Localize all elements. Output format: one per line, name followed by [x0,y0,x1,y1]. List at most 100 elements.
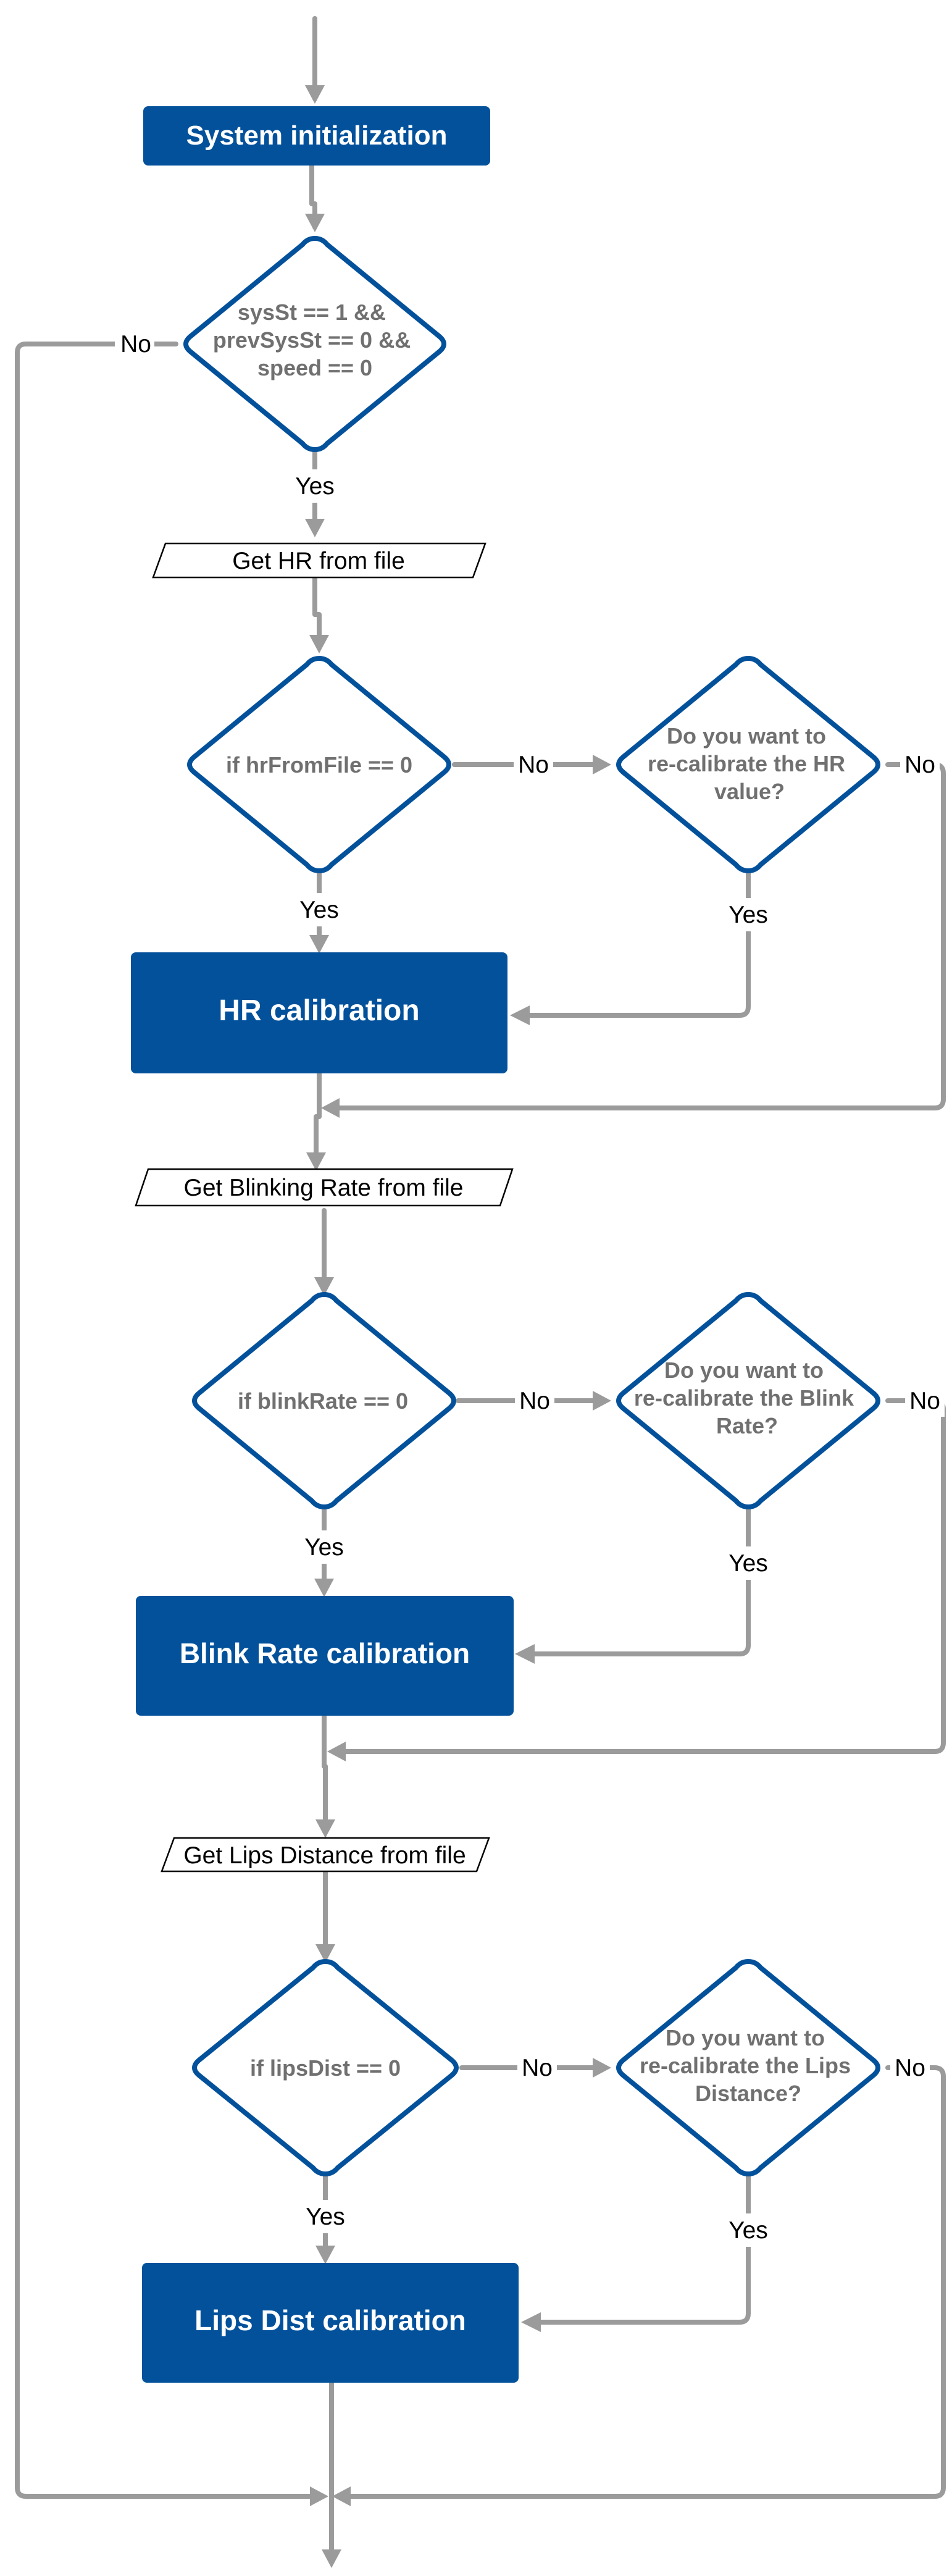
arrowhead [315,1944,335,1963]
decision-line: if hrFromFile == 0 [226,752,412,778]
decision-lips-distance[interactable]: if lipsDist == 0 [192,1959,459,2176]
decision-line: re-calibrate the Blink [634,1385,854,1411]
connector-hrrecal-yes [516,870,751,1018]
arrowhead [327,1742,346,1761]
label-lips-recal-no: No [895,2055,925,2081]
decision-line: Do you want to [667,723,826,749]
label-bg [722,1546,774,1580]
arrowhead [315,1819,335,1838]
io-label: Get Lips Distance from file [183,1842,466,1869]
decision-line: Do you want to [664,1357,824,1383]
decision-hr-from-file[interactable]: if hrFromFile == 0 [187,656,451,873]
decision-line: Do you want to [666,2025,825,2050]
arrowhead [309,935,329,954]
decision-label: if lipsDist == 0 [250,2055,401,2081]
process-lips-dist-calibration[interactable]: Lips Dist calibration [142,2263,519,2383]
label-bg [722,898,774,931]
decision-shape [192,1292,456,1509]
decision-label: Do you want to re-calibrate the Blink Ra… [634,1357,860,1438]
label-hr-no: No [518,752,549,778]
process-box [131,952,507,1073]
io-get-lips-distance[interactable]: Get Lips Distance from file [161,1837,490,1873]
arrowhead [593,1391,611,1411]
process-hr-calibration[interactable]: HR calibration [131,952,507,1073]
process-label: Lips Dist calibration [194,2304,466,2336]
label-bg [515,1385,554,1417]
decision-line: re-calibrate the HR [648,751,845,776]
io-shape [161,1837,490,1873]
decision-label: Do you want to re-calibrate the Lips Dis… [640,2025,857,2106]
io-label: Get HR from file [232,548,405,574]
connector-lipsrecal-yes [527,2173,751,2325]
connector-hrcal-to-blinkio [314,1071,322,1164]
process-label: Blink Rate calibration [180,1637,470,1669]
arrowhead [322,2549,341,2568]
arrowhead [315,2246,335,2264]
decision-line: re-calibrate the Lips [640,2053,851,2078]
connector-blinkrecal-yes [521,1506,751,1656]
arrowhead [332,2486,351,2506]
arrowhead [515,1644,535,1664]
decision-shape [192,1959,459,2176]
label-bg [890,2052,930,2084]
io-shape [135,1168,514,1207]
connectors [15,16,946,2568]
decision-shape [616,1959,880,2176]
label-sys-no: No [120,331,151,358]
decision-lips-recalibrate[interactable]: Do you want to re-calibrate the Lips Dis… [616,1959,880,2176]
decision-blink-rate[interactable]: if blinkRate == 0 [192,1292,456,1509]
label-bg [900,749,940,781]
decision-system-state[interactable]: sysSt == 1 && prevSysSt == 0 && speed ==… [183,236,446,452]
io-label: Get Blinking Rate from file [183,1175,463,1201]
process-system-initialization[interactable]: System initialization [143,106,490,166]
decision-line: prevSysSt == 0 && [213,327,411,353]
label-bg [517,2052,557,2084]
process-box [143,106,490,166]
io-get-hr[interactable]: Get HR from file [152,542,486,579]
label-hr-yes: Yes [299,897,339,923]
arrowhead [305,85,325,104]
label-hr-recal-yes: Yes [729,902,768,928]
label-bg [115,326,154,358]
label-blink-recal-yes: Yes [729,1550,768,1577]
decision-line: if blinkRate == 0 [238,1388,408,1414]
label-sys-yes: Yes [295,473,335,500]
decision-blink-recalibrate[interactable]: Do you want to re-calibrate the Blink Ra… [616,1292,880,1509]
arrowhead [593,2058,611,2078]
decision-line: value? [714,779,785,804]
label-lips-no: No [522,2055,553,2081]
io-shape [152,542,486,579]
arrowhead [309,635,329,653]
label-bg [299,2200,351,2233]
label-lips-recal-yes: Yes [729,2217,768,2244]
arrowhead [314,1579,334,1597]
label-bg [289,469,341,503]
label-bg [722,2213,774,2247]
decision-line: Distance? [695,2081,801,2106]
io-get-blinking-rate[interactable]: Get Blinking Rate from file [135,1168,514,1207]
decision-hr-recalibrate[interactable]: Do you want to re-calibrate the HR value… [616,656,880,873]
connector-sys-no [15,342,317,2499]
arrowhead [510,1005,530,1025]
label-bg [298,1530,350,1564]
label-bg [514,749,553,781]
decision-line: sysSt == 1 && [238,300,386,325]
process-label: System initialization [186,120,448,151]
arrowhead [306,1152,326,1171]
label-blink-recal-no: No [909,1388,940,1414]
label-blink-yes: Yes [304,1534,344,1561]
process-box [136,1596,514,1716]
arrowhead [521,2312,541,2332]
decision-line: speed == 0 [257,355,372,380]
connector-lipsrecal-no [337,2065,946,2499]
connector-blinkcal-to-lipsio [322,1713,328,1831]
decision-shape [187,656,451,873]
edge-labels: No Yes No Yes Yes No No Yes Yes No No Ye… [115,326,945,2247]
decision-shape [183,236,446,452]
label-bg [293,893,345,926]
label-bg [905,1385,945,1417]
decision-shape [616,656,880,873]
process-blink-rate-calibration[interactable]: Blink Rate calibration [136,1596,514,1716]
label-lips-yes: Yes [306,2204,345,2230]
